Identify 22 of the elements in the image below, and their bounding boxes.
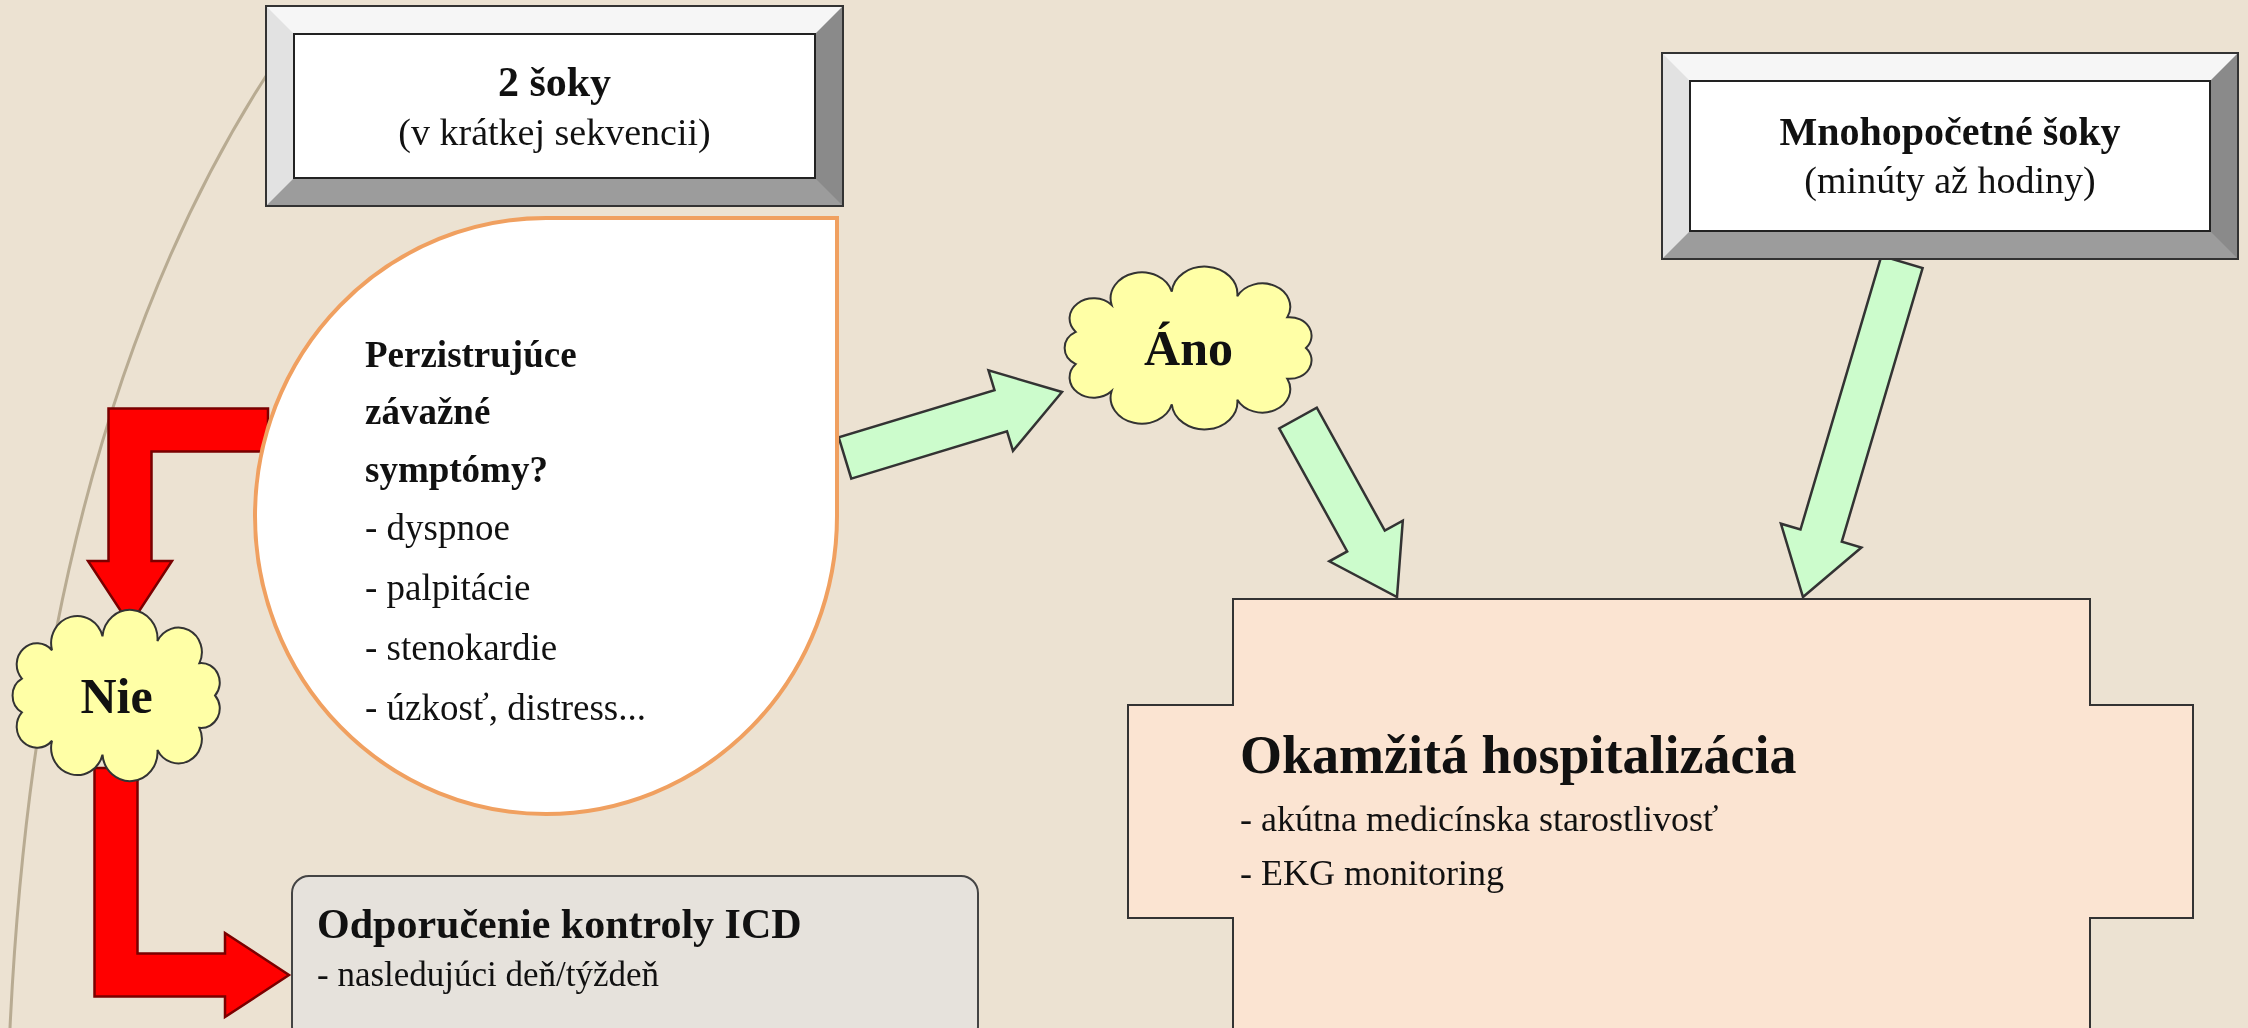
answer-label: Nie bbox=[80, 666, 153, 725]
bevel-box bbox=[1663, 54, 2237, 258]
block-arrow bbox=[1277, 405, 1405, 599]
box-title: Okamžitá hospitalizácia bbox=[1240, 724, 1798, 787]
list-item: - nasledujúci deň/týždeň bbox=[317, 953, 661, 996]
box-title: Odporučenie kontroly ICD bbox=[317, 900, 803, 949]
box-subtitle: (v krátkej sekvencii) bbox=[398, 109, 711, 155]
box-title: 2 šoky bbox=[497, 58, 612, 107]
bevel-box bbox=[267, 7, 842, 205]
question-text: Perzistrujúce závažné symptómy? bbox=[365, 333, 578, 492]
list-item: - dyspnoe bbox=[365, 506, 511, 551]
list-item: - akútna medicínska starostlivosť bbox=[1240, 797, 1720, 841]
box-title: Mnohopočetné šoky bbox=[1779, 108, 2121, 157]
rounded-box bbox=[291, 875, 979, 1028]
block-arrow bbox=[837, 368, 1065, 481]
list-item: - EKG monitoring bbox=[1240, 851, 1505, 895]
block-arrow bbox=[93, 766, 292, 1020]
list-item: - úzkosť, distress... bbox=[365, 685, 647, 730]
box-subtitle: (minúty až hodiny) bbox=[1804, 158, 2096, 204]
list-item: - palpitácie bbox=[365, 565, 532, 610]
answer-label: Áno bbox=[1144, 319, 1233, 377]
list-item: - stenokardie bbox=[365, 625, 559, 670]
